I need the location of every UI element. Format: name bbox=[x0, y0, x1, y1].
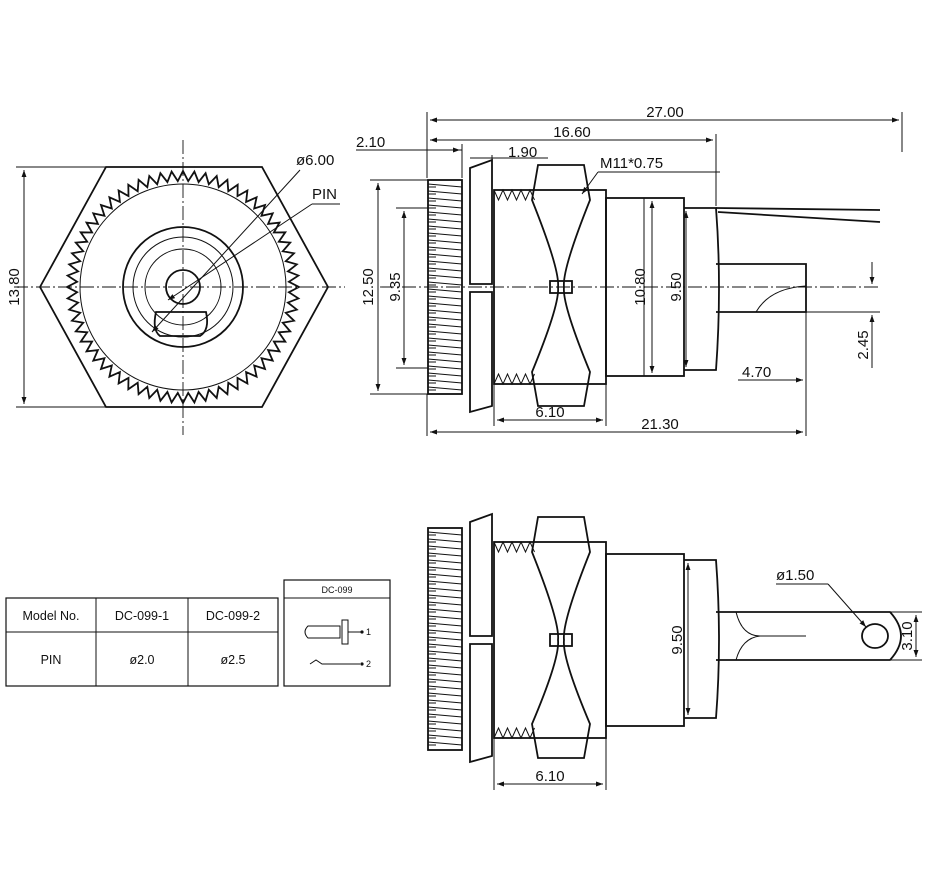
dim-10-80: 10.80 bbox=[632, 268, 649, 306]
rear-cap bbox=[684, 207, 720, 371]
bottom-rear-cap bbox=[684, 559, 720, 719]
table-cell-pin-2: ø2.5 bbox=[220, 653, 245, 667]
bottom-thread-top bbox=[493, 540, 535, 554]
pin-lead-lower bbox=[717, 211, 881, 223]
dim-2-45: 2.45 bbox=[855, 330, 872, 359]
schematic-title: DC-099 bbox=[321, 585, 352, 595]
dim-tab-width: 3.10 bbox=[899, 621, 916, 650]
bottom-flange-knurl bbox=[427, 531, 463, 746]
dim-6-10-side: 6.10 bbox=[535, 404, 564, 421]
height-dimension: 13.80 bbox=[6, 268, 23, 306]
pin-label: PIN bbox=[312, 186, 337, 203]
hex-nut bbox=[531, 164, 591, 407]
table-header-dc0991: DC-099-1 bbox=[115, 609, 169, 623]
washer-top bbox=[469, 158, 493, 285]
bottom-washer-bottom bbox=[469, 643, 493, 764]
table-header-model: Model No. bbox=[23, 609, 80, 623]
side-view: 27.00 16.60 2.10 1.90 M11*0.75 12.50 9.3… bbox=[356, 104, 903, 436]
bottom-solder-tab bbox=[716, 611, 902, 661]
dim-9-35: 9.35 bbox=[387, 272, 404, 301]
pin-lead bbox=[715, 207, 881, 211]
bottom-nut-center bbox=[549, 633, 573, 647]
flange-knurl bbox=[427, 183, 463, 391]
dim-27: 27.00 bbox=[646, 104, 684, 121]
bottom-washer-top bbox=[469, 512, 493, 637]
bottom-knurled-flange bbox=[427, 527, 463, 751]
schematic-pin1: 1 bbox=[366, 627, 371, 637]
dim-12-50: 12.50 bbox=[360, 268, 377, 306]
diameter-label: ø6.00 bbox=[296, 152, 334, 169]
table-header-dc0992: DC-099-2 bbox=[206, 609, 260, 623]
solder-tab bbox=[716, 263, 807, 313]
dim-4-70: 4.70 bbox=[742, 364, 771, 381]
washer-bottom bbox=[469, 291, 493, 414]
model-table: Model No. DC-099-1 DC-099-2 PIN ø2.0 ø2.… bbox=[5, 597, 279, 687]
thread-bottom bbox=[493, 372, 535, 386]
front-view: ø6.00 PIN 13.80 bbox=[6, 140, 345, 435]
tab-hole bbox=[861, 623, 889, 649]
dim-1-90: 1.90 bbox=[508, 144, 537, 161]
nut-center bbox=[549, 280, 573, 294]
schematic-box: DC-099 1 2 bbox=[283, 579, 391, 687]
bottom-thread-bottom bbox=[493, 726, 535, 740]
schematic-pin2: 2 bbox=[366, 659, 371, 669]
thread-top bbox=[493, 188, 535, 202]
tab-curve bbox=[755, 285, 807, 313]
schematic-plug-flange bbox=[341, 619, 349, 645]
bottom-tab-curve-upper bbox=[735, 611, 761, 637]
dim-6-10-bottom: 6.10 bbox=[535, 768, 564, 785]
contact-tab bbox=[153, 311, 209, 337]
dim-16-60: 16.60 bbox=[553, 124, 591, 141]
dim-9-50-bottom: 9.50 bbox=[669, 625, 686, 654]
bottom-hex-nut bbox=[531, 516, 591, 759]
dim-9-50-side: 9.50 bbox=[668, 272, 685, 301]
dim-thread-spec: M11*0.75 bbox=[600, 155, 663, 172]
table-row-label: PIN bbox=[41, 653, 62, 667]
table-cell-pin-1: ø2.0 bbox=[129, 653, 154, 667]
dim-21-30: 21.30 bbox=[641, 416, 679, 433]
schematic-contact bbox=[309, 659, 360, 665]
bottom-view: ø1.50 3.10 9.50 6.10 bbox=[427, 512, 922, 790]
bottom-rear-body bbox=[605, 553, 685, 727]
dim-hole-dia: ø1.50 bbox=[776, 567, 814, 584]
schematic-plug-body bbox=[304, 625, 341, 639]
bottom-tab-curve bbox=[735, 635, 806, 661]
dim-2-10: 2.10 bbox=[356, 134, 385, 151]
